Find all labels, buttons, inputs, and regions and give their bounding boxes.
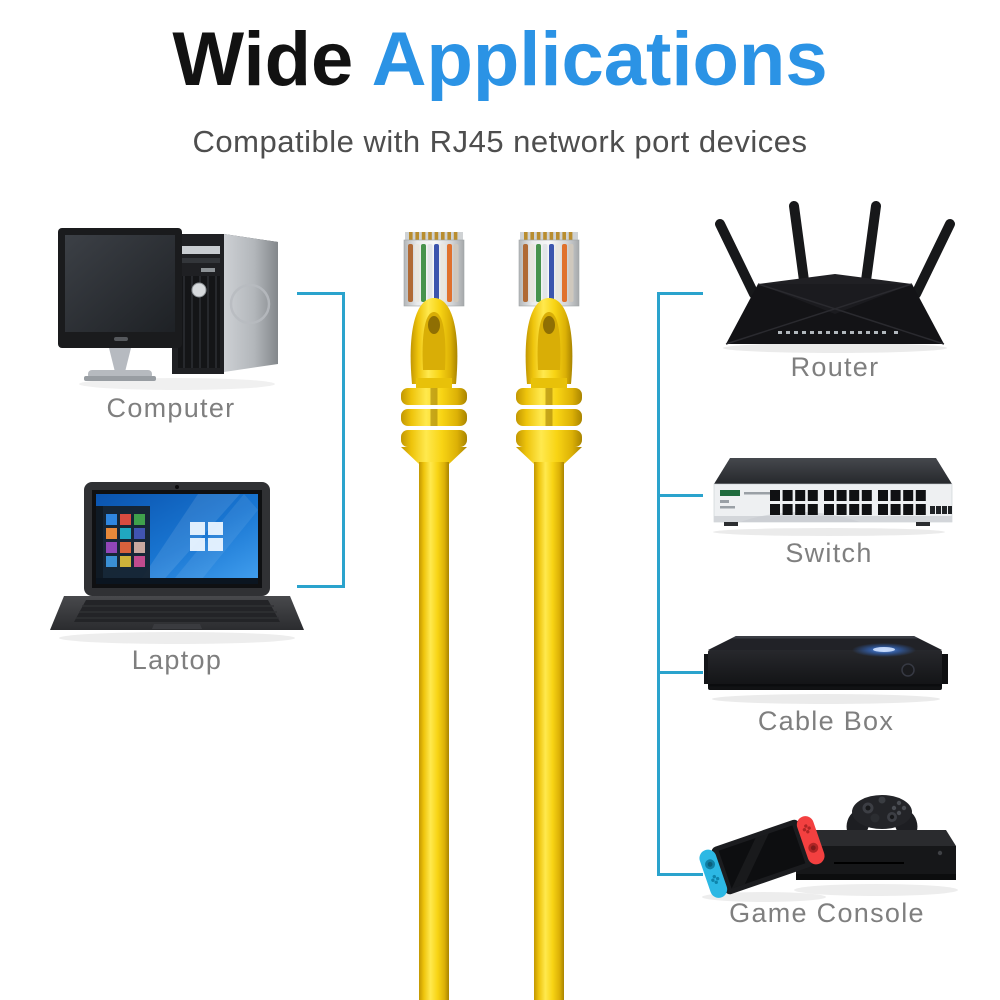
device-laptop: [48, 478, 306, 648]
left-devices-bracket-line: [297, 292, 345, 588]
device-cable-box: [702, 628, 950, 706]
desktop-computer-icon: [58, 228, 278, 390]
wifi-router-icon: [715, 201, 955, 353]
device-router: [702, 196, 968, 354]
device-computer: [52, 212, 290, 392]
device-label-computer: Computer: [106, 393, 236, 423]
title-word-applications: Applications: [371, 17, 828, 102]
ethernet-cable-left: [392, 228, 476, 1000]
laptop-icon: [50, 482, 304, 644]
device-label-switch: Switch: [785, 538, 873, 568]
device-label-game-console: Game Console: [729, 898, 925, 928]
right-devices-bracket-line: [657, 292, 703, 876]
yellow-rj45-ethernet-cable-icon: [401, 232, 467, 1000]
cable-box-connector-line: [657, 671, 703, 674]
game-console-icon: [699, 795, 958, 902]
ethernet-cable-right: [507, 228, 591, 1000]
network-switch-icon: [713, 458, 953, 536]
device-game-console: [694, 790, 960, 906]
title-word-wide: Wide: [172, 17, 354, 102]
device-label-router: Router: [790, 352, 880, 382]
device-switch: [700, 452, 958, 538]
device-label-laptop: Laptop: [131, 645, 223, 675]
cable-box-icon: [704, 636, 948, 704]
device-label-cable-box: Cable Box: [757, 706, 895, 736]
page-subtitle: Compatible with RJ45 network port device…: [192, 124, 808, 159]
yellow-rj45-ethernet-cable-icon: [516, 232, 582, 1000]
switch-connector-line: [657, 494, 703, 497]
page-title: Wide Applications: [0, 16, 1000, 103]
